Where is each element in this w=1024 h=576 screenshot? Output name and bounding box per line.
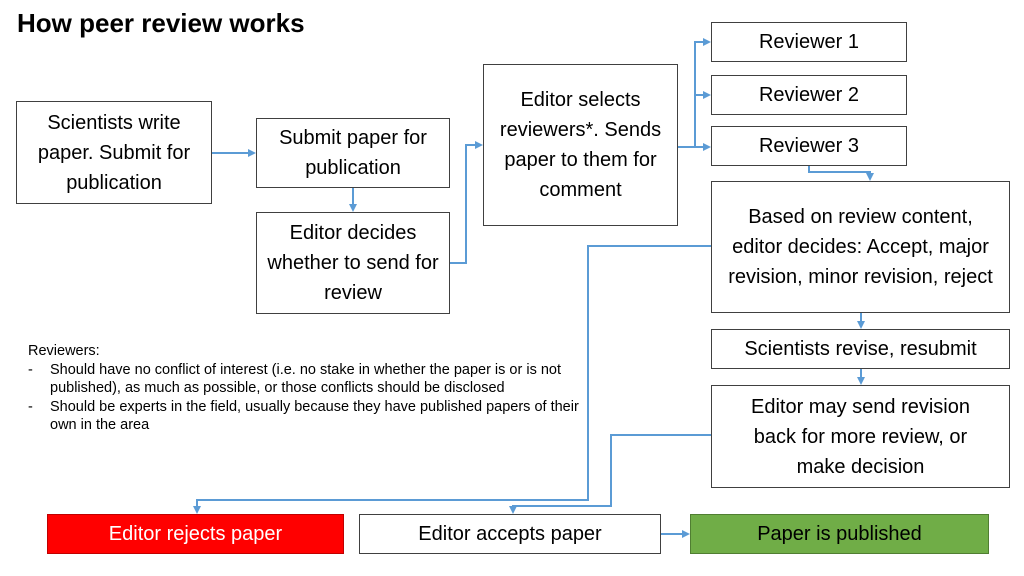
arrow-decide-to-select: [450, 141, 483, 264]
based-on-review-box: Based on review content, editor decides:…: [711, 181, 1010, 313]
reviewer-criteria-note: Reviewers: - Should have no conflict of …: [28, 342, 588, 435]
editor-rejects-box: Editor rejects paper: [47, 514, 344, 554]
note-item: - Should be experts in the field, usuall…: [28, 398, 588, 435]
editor-accepts-box: Editor accepts paper: [359, 514, 661, 554]
scientists-write-box: Scientists write paper. Submit for publi…: [16, 101, 212, 204]
paper-published-box: Paper is published: [690, 514, 989, 554]
bullet-dash: -: [28, 398, 33, 415]
note-list: - Should have no conflict of interest (i…: [28, 361, 588, 435]
note-item-text: Should be experts in the field, usually …: [50, 398, 579, 434]
editor-may-send-box: Editor may send revision back for more r…: [711, 385, 1010, 488]
editor-decides-send-box: Editor decides whether to send for revie…: [256, 212, 450, 314]
note-heading: Reviewers:: [28, 343, 100, 359]
submit-paper-box: Submit paper for publication: [256, 118, 450, 188]
page-title: How peer review works: [17, 8, 305, 38]
arrow-decision-to-reject: [193, 245, 711, 514]
note-item: - Should have no conflict of interest (i…: [28, 361, 588, 398]
arrow-may-send-to-accept: [509, 434, 711, 514]
bullet-dash: -: [28, 361, 33, 378]
scientists-revise-box: Scientists revise, resubmit: [711, 329, 1010, 369]
reviewer-3-box: Reviewer 3: [711, 126, 907, 166]
arrow-reviewer-3-to-decision: [808, 166, 874, 181]
reviewer-2-box: Reviewer 2: [711, 75, 907, 115]
note-item-text: Should have no conflict of interest (i.e…: [50, 361, 562, 397]
editor-selects-box: Editor selects reviewers*. Sends paper t…: [483, 64, 678, 226]
reviewer-1-box: Reviewer 1: [711, 22, 907, 62]
